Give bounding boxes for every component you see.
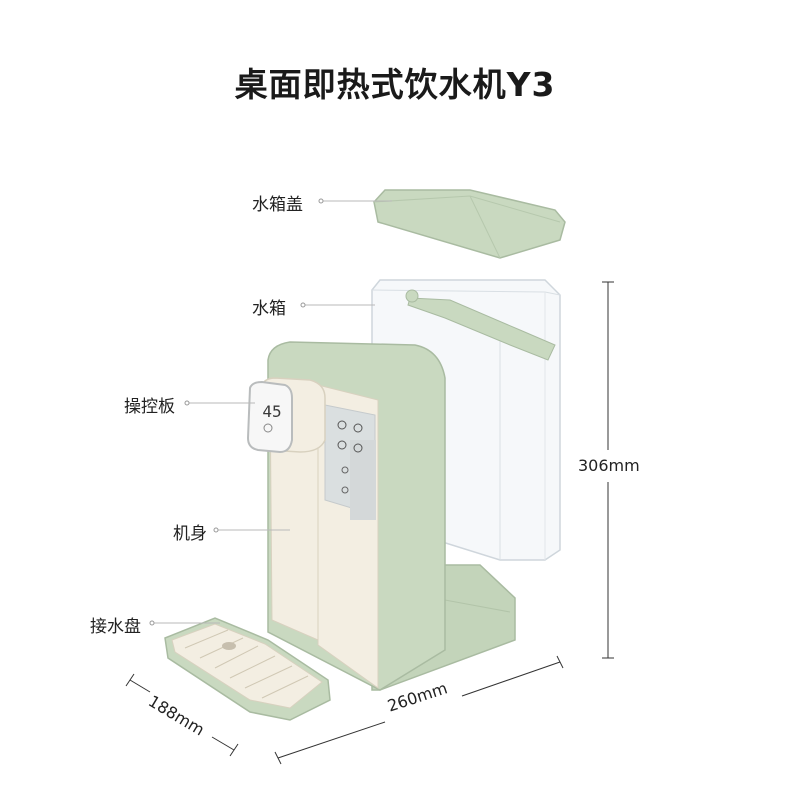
label-drip-tray: 接水盘 (90, 617, 141, 637)
label-tank: 水箱 (252, 299, 286, 319)
dimension-lines (125, 281, 614, 765)
display-digits: 45 (262, 402, 282, 421)
tank-lid (373, 189, 566, 259)
label-control-panel: 操控板 (124, 397, 175, 417)
drip-tray (164, 617, 331, 721)
page-title: 桌面即热式饮水机Y3 (234, 65, 556, 104)
label-tank-lid: 水箱盖 (252, 195, 303, 215)
leader-dots (149, 198, 324, 626)
dimension-height: 306mm (578, 456, 640, 475)
leader-lines (151, 200, 392, 624)
label-body: 机身 (173, 524, 207, 544)
control-head (246, 377, 326, 454)
